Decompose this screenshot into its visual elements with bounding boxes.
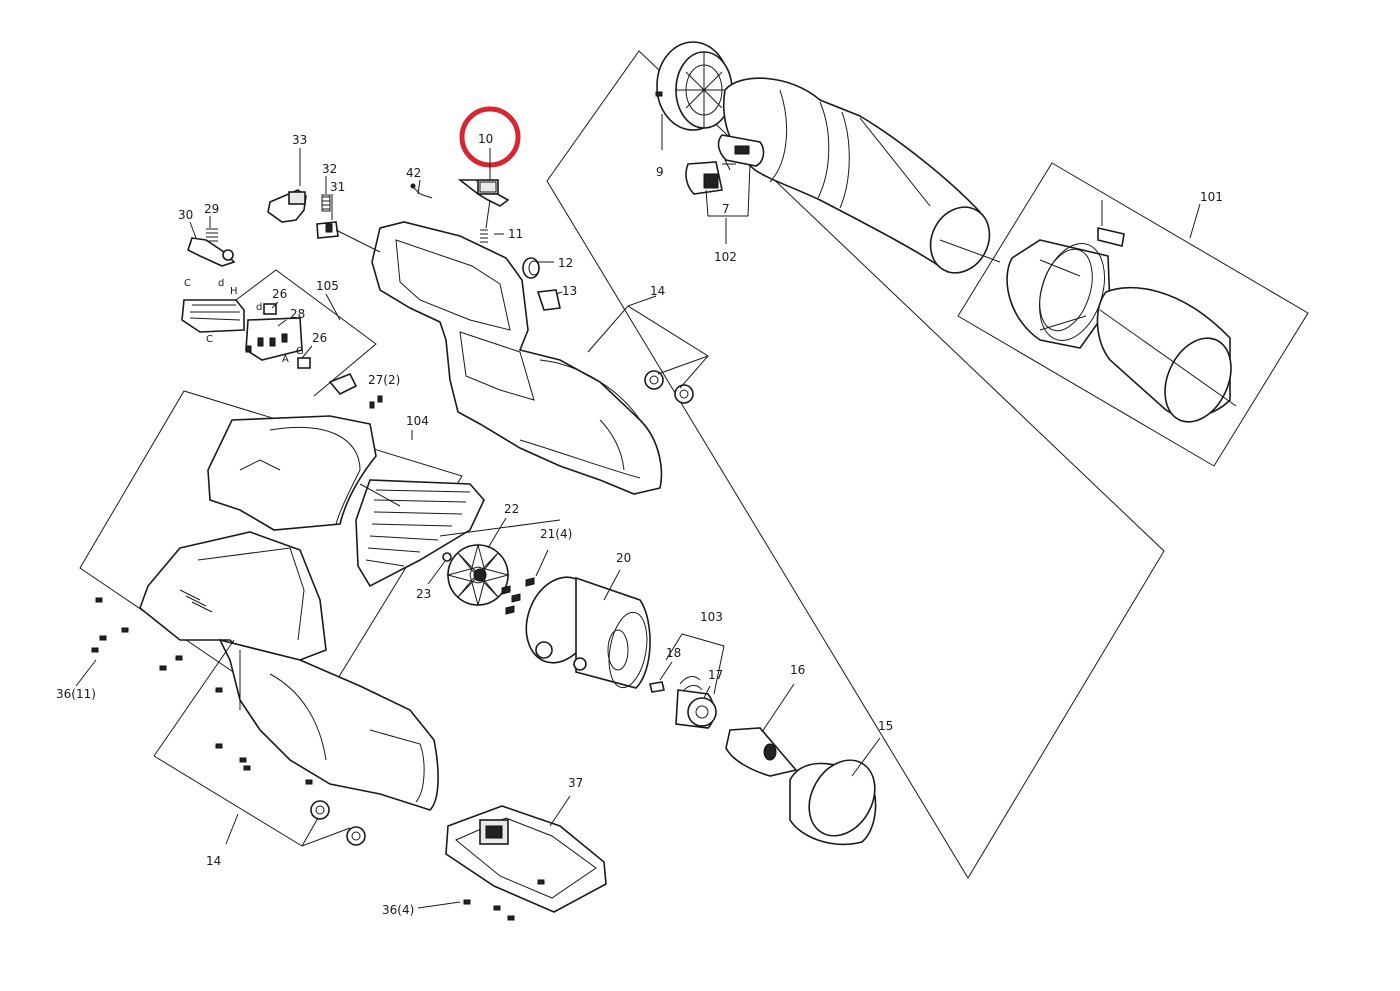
label-103: 103 — [700, 610, 723, 624]
part-42-wire[interactable] — [410, 183, 433, 199]
part-14-lower-screws[interactable] — [91, 597, 313, 785]
label-7: 7 — [722, 202, 730, 216]
part-104-fan-shroud[interactable] — [207, 415, 485, 588]
part-11-spring[interactable] — [480, 229, 488, 243]
label-15: 15 — [878, 719, 893, 733]
part-103-motor[interactable] — [649, 676, 717, 729]
letter-A: A — [282, 354, 289, 365]
label-101: 101 — [1200, 190, 1223, 204]
part-21-screws[interactable] — [501, 577, 535, 615]
label-37: 37 — [568, 776, 583, 790]
part-26-connector-a[interactable] — [263, 303, 277, 315]
part-13-bracket[interactable] — [536, 289, 561, 311]
part-37-battery-base[interactable] — [445, 805, 607, 913]
frame-group-101 — [957, 162, 1309, 467]
label-16: 16 — [790, 663, 805, 677]
part-26-connector-b[interactable] — [297, 357, 311, 369]
label-42: 42 — [406, 166, 421, 180]
letter-G: G — [296, 346, 304, 357]
label-14-top: 14 — [650, 284, 665, 298]
label-32: 32 — [322, 162, 337, 176]
part-labels: 10 33 32 31 42 11 12 13 29 30 26 105 28 … — [56, 132, 1223, 917]
letter-C-1: C — [184, 278, 191, 289]
label-21-4: 21(4) — [540, 527, 572, 541]
label-17: 17 — [708, 668, 723, 682]
part-36-base-screws[interactable] — [463, 879, 545, 921]
label-30: 30 — [178, 208, 193, 222]
part-15-ring[interactable] — [789, 748, 888, 847]
label-13: 13 — [562, 284, 577, 298]
part-16-cone[interactable] — [725, 727, 798, 777]
part-upper-housing[interactable] — [371, 221, 663, 495]
label-26b: 26 — [312, 331, 327, 345]
label-102: 102 — [714, 250, 737, 264]
connector-letters: C d H d C G A — [184, 278, 304, 365]
part-blower-tube[interactable] — [723, 77, 1001, 283]
label-12: 12 — [558, 256, 573, 270]
label-104: 104 — [406, 414, 429, 428]
part-29-spring[interactable] — [206, 228, 218, 242]
label-36-4: 36(4) — [382, 903, 414, 917]
label-9: 9 — [656, 165, 664, 179]
part-22-fan[interactable] — [446, 543, 510, 607]
label-27-2: 27(2) — [368, 373, 400, 387]
part-31-switch-button[interactable] — [316, 221, 339, 239]
letter-C-2: C — [206, 334, 213, 345]
part-30-trigger[interactable] — [187, 237, 236, 267]
letter-H: H — [230, 286, 238, 297]
part-101-nozzle-attachment[interactable] — [1006, 200, 1244, 433]
label-11: 11 — [508, 227, 523, 241]
label-105: 105 — [316, 279, 339, 293]
part-105-controller[interactable] — [181, 299, 303, 361]
label-36-11: 36(11) — [56, 687, 96, 701]
part-10-switch-cap[interactable] — [457, 179, 510, 207]
part-12-bushing[interactable] — [522, 257, 540, 279]
part-23-nut[interactable] — [442, 552, 452, 562]
part-27-screws[interactable] — [328, 372, 383, 409]
part-102-latch-assembly[interactable] — [685, 134, 765, 195]
part-lower-housing[interactable] — [139, 531, 439, 811]
part-33-switch-lever[interactable] — [267, 189, 307, 223]
part-14-grommet-top-b[interactable] — [674, 384, 694, 404]
label-31: 31 — [330, 180, 345, 194]
letter-d-2: d — [256, 302, 262, 313]
label-26a: 26 — [272, 287, 287, 301]
label-29: 29 — [204, 202, 219, 216]
label-33: 33 — [292, 133, 307, 147]
label-10: 10 — [478, 132, 493, 146]
frame-group-tube — [546, 50, 1165, 879]
label-23: 23 — [416, 587, 431, 601]
part-32-spring[interactable] — [321, 194, 331, 212]
letter-d-1: d — [218, 278, 224, 289]
part-14-grommet-bottom-b[interactable] — [346, 826, 366, 846]
label-18: 18 — [666, 646, 681, 660]
leader-lines — [75, 114, 1201, 909]
label-22: 22 — [504, 502, 519, 516]
label-14-bottom: 14 — [206, 854, 221, 868]
part-14-grommet-top-a[interactable] — [644, 370, 664, 390]
part-9-nozzle-cap[interactable] — [655, 41, 733, 131]
label-28: 28 — [290, 307, 305, 321]
part-14-grommet-bottom-a[interactable] — [310, 800, 330, 820]
part-20-motor-housing[interactable] — [515, 568, 652, 691]
label-20: 20 — [616, 551, 631, 565]
